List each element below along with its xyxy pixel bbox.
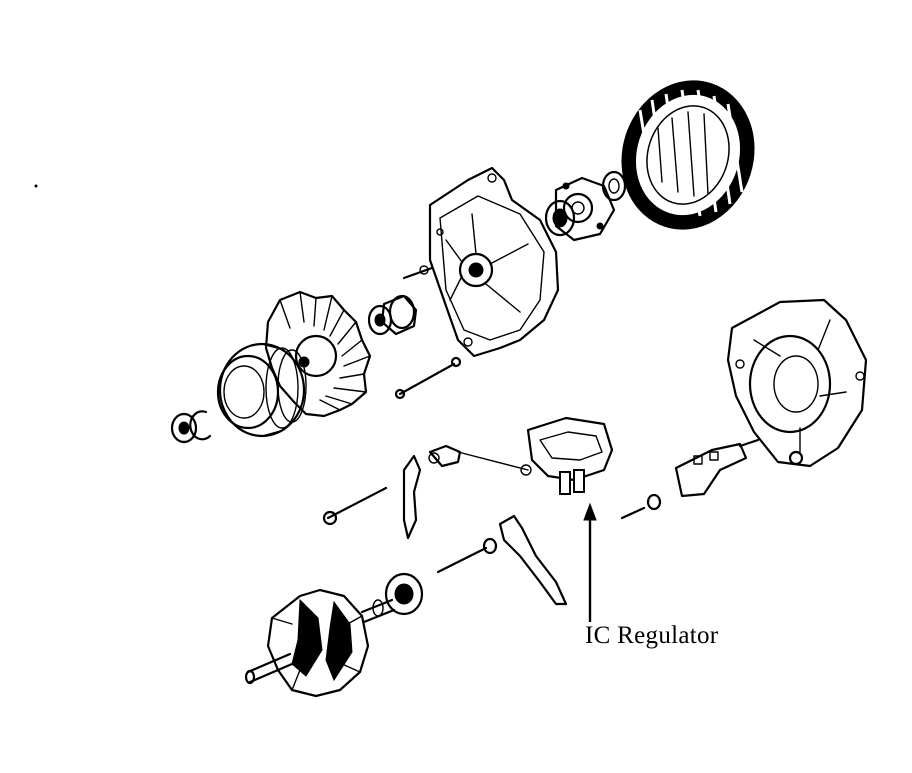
spacer-ring: [601, 170, 627, 202]
thru-bolt-lower: [394, 356, 462, 400]
regulator-lead: [457, 451, 529, 471]
drive-end-frame: [428, 166, 560, 358]
rear-bearing: [384, 572, 424, 616]
pulley: [216, 342, 307, 438]
cooling-fan: [264, 290, 372, 418]
terminal-bracket-left: [322, 454, 422, 540]
regulator-terminal: [428, 444, 462, 468]
rear-end-frame: [726, 298, 868, 468]
pulley-nut: [170, 412, 198, 444]
front-bearing: [544, 199, 576, 237]
speck: [34, 184, 38, 188]
rear-screw: [620, 493, 662, 520]
terminal-bracket-right: [436, 514, 568, 606]
callout-label: IC Regulator: [585, 622, 719, 649]
bearing-retainer: [554, 176, 616, 242]
spring-washer: [189, 410, 212, 441]
collar: [367, 294, 418, 336]
rotor: [244, 588, 396, 698]
brush-holder: [674, 438, 760, 498]
ic-regulator: [520, 416, 614, 495]
callout-arrow: [583, 502, 597, 622]
thru-bolt-upper: [402, 265, 434, 280]
stator: [621, 80, 755, 230]
